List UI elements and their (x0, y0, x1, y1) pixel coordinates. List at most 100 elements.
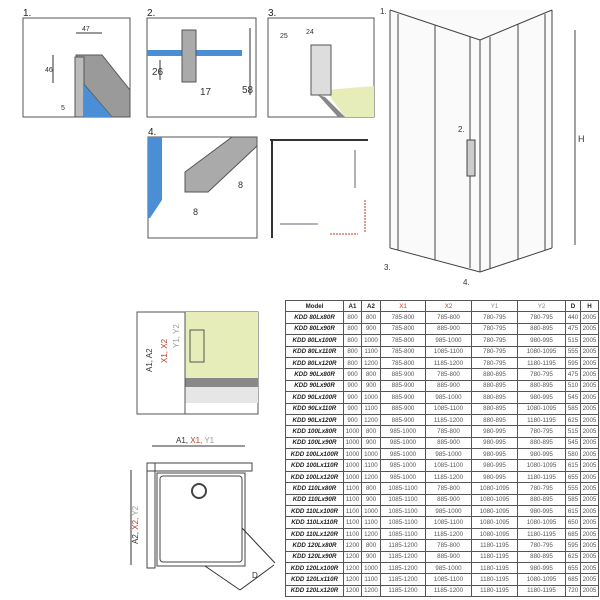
table-cell: 900 (361, 550, 381, 564)
callout-1: 1. (380, 7, 387, 16)
column-header: H (580, 299, 599, 313)
callout-3: 3. (384, 263, 391, 272)
table-cell: 1100 (343, 505, 362, 518)
dim-h2: 58 (242, 85, 254, 96)
table-cell: 2005 (580, 322, 599, 336)
plan-a2: A2, (131, 532, 140, 544)
table-cell: 880-895 (517, 550, 566, 564)
table-cell: 1200 (343, 561, 362, 575)
table-cell: 785-800 (380, 322, 426, 336)
table-cell: 2005 (580, 550, 599, 564)
table-cell: 1080-1095 (471, 493, 518, 507)
table-cell: 980-995 (471, 448, 518, 461)
table-cell: 1000 (361, 505, 381, 518)
table-cell: 650 (565, 516, 581, 529)
table-cell: 1200 (361, 413, 381, 427)
table-cell: 800 (343, 311, 362, 324)
model-cell: KDD 120Lx90R (285, 550, 344, 564)
table-cell: 1100 (343, 516, 362, 529)
table-cell: 440 (565, 311, 581, 324)
table-cell: 1100 (361, 402, 381, 415)
table-cell: 985-1000 (380, 470, 426, 484)
table-cell: 1185-1200 (425, 356, 472, 370)
dim-w: 8 (193, 207, 198, 217)
model-cell: KDD 80Lx100R (285, 334, 344, 347)
model-cell: KDD 110Lx80R (285, 482, 344, 495)
table-cell: 1185-1200 (380, 539, 426, 552)
table-cell: 785-800 (425, 311, 472, 324)
table-cell: 1085-1100 (425, 573, 472, 586)
table-cell: 1080-1095 (517, 345, 566, 358)
table-cell: 2005 (580, 425, 599, 438)
table-cell: 980-995 (517, 391, 566, 404)
table-cell: 1000 (343, 459, 362, 472)
detail-1-label: 1. (23, 8, 31, 19)
detail-2: 2. 26 17 58 (146, 8, 257, 118)
table-cell: 800 (343, 322, 362, 336)
table-cell: 1000 (343, 448, 362, 461)
model-cell: KDD 100Lx90R (285, 436, 344, 450)
table-cell: 1100 (361, 573, 381, 586)
table-cell: 2005 (580, 379, 599, 393)
table-cell: 785-800 (425, 425, 472, 438)
table-cell: 985-1000 (425, 448, 472, 461)
height-label: H (578, 134, 585, 144)
main-enclosure-view: H 1. 2. 3. 4. (380, 7, 585, 287)
detail-3: 3. 25 24 (267, 8, 375, 118)
dim-w: 17 (200, 87, 212, 98)
table-cell: 780-795 (517, 368, 566, 381)
svg-text:A2, X2, Y2: A2, X2, Y2 (131, 505, 140, 544)
table-cell: 780-795 (471, 356, 518, 370)
model-cell: KDD 80Lx110R (285, 345, 344, 358)
table-cell: 625 (565, 413, 581, 427)
table-cell: 1100 (343, 493, 362, 507)
table-cell: 800 (361, 482, 381, 495)
table-cell: 1200 (343, 584, 362, 598)
table-cell: 1180-1195 (517, 470, 566, 484)
dim-b: 24 (306, 29, 314, 36)
table-cell: 1085-1100 (380, 516, 426, 529)
model-cell: KDD 120Lx100R (285, 561, 344, 575)
table-cell: 885-900 (425, 379, 472, 393)
table-cell: 2005 (580, 584, 599, 598)
table-cell: 1080-1095 (471, 505, 518, 518)
table-cell: 1180-1195 (471, 539, 518, 552)
table-cell: 985-1000 (425, 561, 472, 575)
dim-a: 25 (280, 33, 288, 40)
column-header: Y2 (517, 299, 566, 313)
table-cell: 2005 (580, 527, 599, 541)
table-cell: 1180-1195 (471, 561, 518, 575)
dim-h: 8 (238, 180, 243, 190)
table-cell: 1080-1095 (517, 402, 566, 415)
table-cell: 885-900 (380, 391, 426, 404)
model-cell: KDD 100Lx110R (285, 459, 344, 472)
table-cell: 985-1000 (425, 391, 472, 404)
table-cell: 800 (343, 334, 362, 347)
model-cell: KDD 90Lx120R (285, 413, 344, 427)
table-cell: 985-1000 (380, 459, 426, 472)
table-cell: 880-895 (517, 322, 566, 336)
table-cell: 885-900 (425, 493, 472, 507)
table-cell: 980-995 (471, 470, 518, 484)
table-cell: 980-995 (517, 334, 566, 347)
table-cell: 1085-1100 (380, 482, 426, 495)
callout-4: 4. (463, 278, 470, 287)
model-cell: KDD 120Lx110R (285, 573, 344, 586)
table-cell: 900 (343, 391, 362, 404)
table-cell: 900 (343, 368, 362, 381)
table-cell: 685 (565, 527, 581, 541)
column-header: A2 (361, 299, 381, 313)
table-cell: 1085-1100 (425, 345, 472, 358)
table-cell: 1185-1200 (380, 584, 426, 598)
table-cell: 780-795 (471, 322, 518, 336)
